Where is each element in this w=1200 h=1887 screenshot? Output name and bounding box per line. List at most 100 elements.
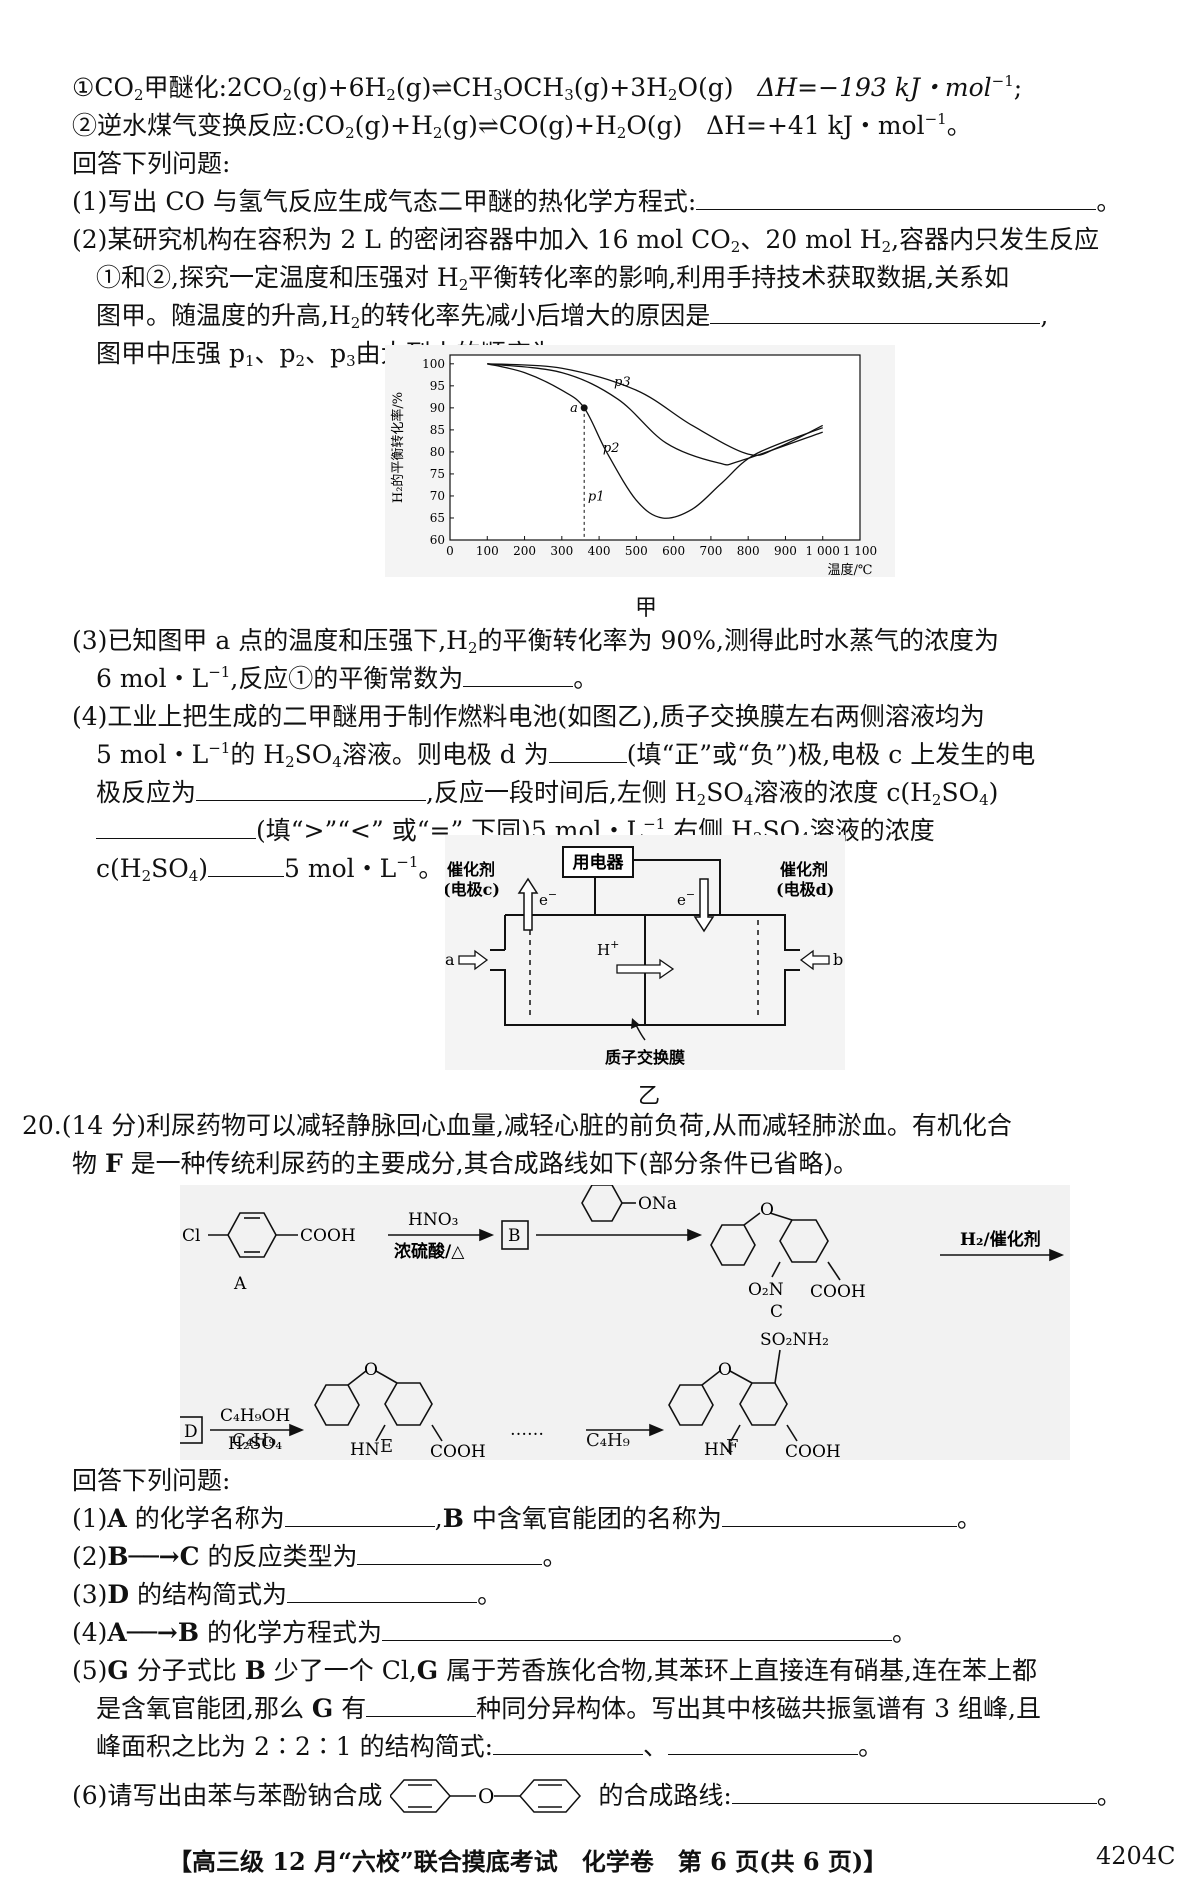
label-so2nh2: SO₂NH₂ <box>760 1330 829 1350</box>
inlet-b-arrow <box>799 949 830 971</box>
point-a-label: a <box>570 401 578 416</box>
label-c4h9-f: C₄H₉ <box>586 1430 630 1451</box>
device-label: 用电器 <box>573 852 625 873</box>
series-label-p3: p3 <box>614 375 631 390</box>
x-tick-label: 200 <box>513 544 536 558</box>
ring-e <box>384 1382 433 1426</box>
label-conc-h2so4: 浓硫酸/△ <box>394 1241 465 1262</box>
q20-part5-line2: 是含氧官能团,那么 G 有种同分异构体。写出其中核磁共振氢谱有 3 组峰,且 <box>96 1694 1041 1723</box>
q20-part3: (3)D 的结构简式为。 <box>72 1580 503 1609</box>
answer-intro-20: 回答下列问题: <box>72 1466 231 1495</box>
q19-part2-line1: (2)某研究机构在容积为 2 L 的密闭容器中加入 16 mol CO2、20 … <box>72 225 1100 256</box>
device-box <box>562 846 634 878</box>
label-cooh-c: COOH <box>810 1282 866 1302</box>
reaction-1: ①CO2甲醚化:2CO2(g)+6H2(g)⇌CH3OCH3(g)+3H2O(g… <box>72 72 1023 104</box>
inlet-a-label: a <box>445 950 455 969</box>
electrode-c-label: (电极c) <box>445 880 500 899</box>
x-tick-label: 600 <box>662 544 685 558</box>
answer-intro-19: 回答下列问题: <box>72 149 231 178</box>
inlet-b-label: b <box>833 950 843 969</box>
q20-part6: (6)请写出由苯与苯酚钠合成 O 的合成路线:。 <box>72 1778 1122 1814</box>
label-cooh-e: COOH <box>430 1442 486 1460</box>
electrode-d-label: (电极d) <box>776 880 834 899</box>
q19-part4-line3: 极反应为,反应一段时间后,左侧 H2SO4溶液的浓度 c(H2SO4) <box>96 778 999 809</box>
y-axis-label: H₂的平衡转化率/% <box>390 392 406 503</box>
box-b <box>501 1220 529 1250</box>
electron-right-label: e− <box>677 888 695 909</box>
x-tick-label: 1 100 <box>843 544 877 558</box>
q19-part3-line1: (3)已知图甲 a 点的温度和压强下,H2的平衡转化率为 90%,测得此时水蒸气… <box>72 626 999 657</box>
q20-part1: (1)A 的化学名称为,B 中含氧官能团的名称为。 <box>72 1504 982 1533</box>
label-cooh-a: COOH <box>300 1226 356 1246</box>
label-compound-a: A <box>233 1274 247 1294</box>
q20-part5-line1: (5)G 分子式比 B 少了一个 Cl,G 属于芳香族化合物,其苯环上直接连有硝… <box>72 1656 1037 1685</box>
synthesis-scheme: Cl COOH A HNO₃ 浓硫酸/△ B ONa O O₂N COOH C … <box>180 1185 1070 1460</box>
label-compound-f: F <box>726 1436 739 1457</box>
footer-title: 【高三级 12 月“六校”联合摸底考试 化学卷 第 6 页(共 6 页)】 <box>168 1847 888 1876</box>
scheme-background <box>180 1185 1070 1460</box>
electron-left-label: e− <box>539 888 557 909</box>
chart-caption: 甲 <box>635 596 658 621</box>
x-tick-label: 1 000 <box>806 544 840 558</box>
label-o-c: O <box>760 1200 774 1220</box>
catalyst-right: 催化剂 <box>780 860 828 879</box>
x-tick-label: 500 <box>625 544 648 558</box>
q20-head-line2: 物 F 是一种传统利尿药的主要成分,其合成路线如下(部分条件已省略)。 <box>72 1149 859 1178</box>
label-h2so4: H₂SO₄ <box>228 1434 282 1454</box>
box-d <box>180 1416 203 1444</box>
x-tick-label: 900 <box>774 544 797 558</box>
x-tick-label: 800 <box>737 544 760 558</box>
label-hn-e: HN <box>350 1440 380 1460</box>
q19-part1: (1)写出 CO 与氢气反应生成气态二甲醚的热化学方程式:。 <box>72 187 1122 216</box>
label-o2n: O₂N <box>748 1280 784 1300</box>
y-tick-label: 85 <box>430 423 445 437</box>
y-tick-label: 100 <box>422 357 445 371</box>
label-hn-f: HN <box>704 1440 734 1460</box>
q19-part4-line2: 5 mol・L−1的 H2SO4溶液。则电极 d 为(填“正”或“负”)极,电极… <box>96 739 1036 771</box>
series-label-p1: p1 <box>588 489 605 504</box>
plot-frame <box>449 354 861 541</box>
circuit-wire <box>594 859 721 915</box>
q20-part5-line3: 峰面积之比为 2∶2∶1 的结构简式:、。 <box>96 1732 884 1761</box>
label-hno3: HNO₃ <box>408 1210 458 1230</box>
label-ona: ONa <box>638 1194 677 1214</box>
footer-code: 4204C <box>1096 1842 1176 1870</box>
label-c4h9-e-out: C₄H₉ <box>232 1430 276 1451</box>
label-h2-catalyst: H₂/催化剂 <box>960 1229 1041 1250</box>
label-compound-c: C <box>770 1302 783 1322</box>
point-a-marker <box>580 404 588 412</box>
membrane-label: 质子交换膜 <box>605 1048 685 1067</box>
proton-label: H+ <box>597 938 619 959</box>
ring-c <box>779 1219 829 1263</box>
y-tick-label: 80 <box>430 445 445 459</box>
label-o-f: O <box>718 1360 732 1380</box>
y-tick-label: 65 <box>430 511 445 525</box>
label-o-e: O <box>364 1360 378 1380</box>
x-tick-label: 100 <box>476 544 499 558</box>
diagram-caption: 乙 <box>638 1084 661 1109</box>
q19-part4-line5: c(H2SO4)5 mol・L−1。 <box>96 853 444 885</box>
x-tick-label: 300 <box>550 544 573 558</box>
q20-part2: (2)B──→C 的反应类型为。 <box>72 1542 568 1571</box>
y-tick-label: 60 <box>430 533 445 547</box>
y-tick-label: 95 <box>430 379 445 393</box>
ether-o-label: O <box>478 1784 494 1808</box>
label-box-d: D <box>184 1422 198 1442</box>
electron-up-arrow <box>517 877 539 931</box>
diphenyl-ether-structure: O <box>389 1779 582 1813</box>
fuel-cell-diagram: 用电器 e− e− 催化剂 (电极c) 催化剂 (电极d) a b H+ 质子交… <box>445 835 845 1070</box>
q19-part2-line2: ①和②,探究一定温度和压强对 H2平衡转化率的影响,利用手持技术获取数据,关系如 <box>96 263 1010 294</box>
series-line-p2 <box>487 363 823 466</box>
inlet-a-arrow <box>458 949 489 971</box>
proton-arrow <box>616 958 675 980</box>
reaction-2: ②逆水煤气变换反应:CO2(g)+H2(g)⇌CO(g)+H2O(g) ΔH=+… <box>72 110 972 142</box>
catalyst-left: 催化剂 <box>447 860 495 879</box>
label-cooh-f: COOH <box>785 1442 841 1460</box>
x-tick-label: 400 <box>588 544 611 558</box>
electron-down-arrow <box>693 878 715 933</box>
label-box-b: B <box>508 1226 521 1246</box>
series-line-p1 <box>487 363 823 519</box>
q20-head-line1: 20.(14 分)利尿药物可以减轻静脉回心血量,减轻心脏的前负荷,从而减轻肺淤血… <box>22 1111 1012 1140</box>
x-tick-label: 700 <box>699 544 722 558</box>
